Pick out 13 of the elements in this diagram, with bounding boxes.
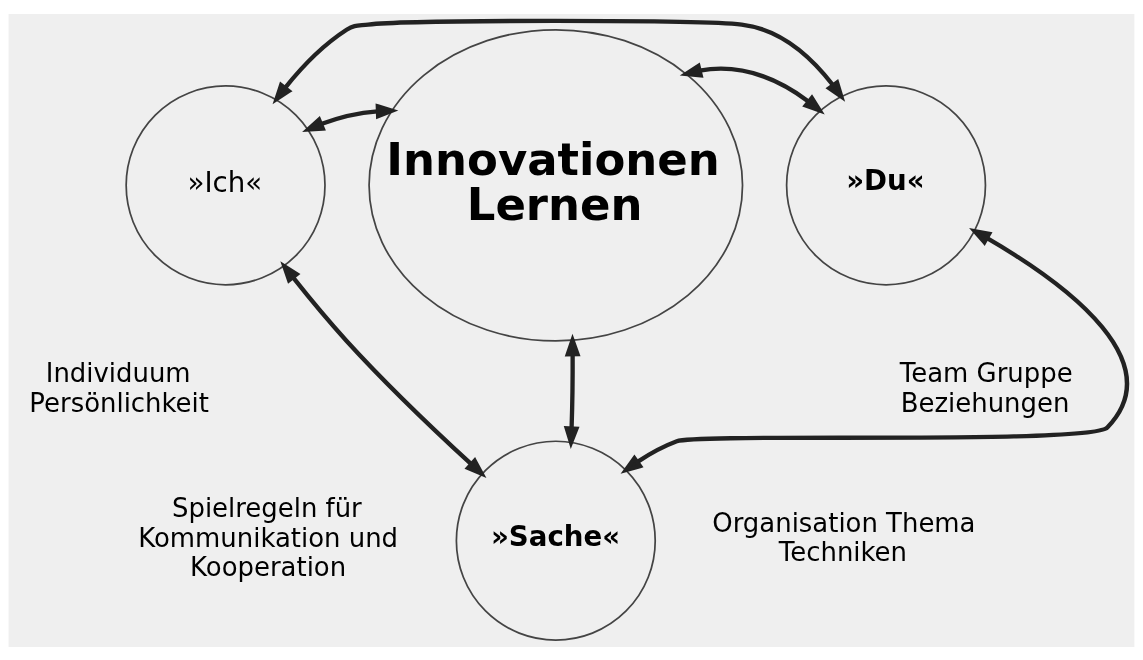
arrow [302,102,399,132]
node-ellipse: Innovationen Lernen [368,28,744,342]
arrow [563,333,581,449]
node-label: Spielregeln für Kommunikation und Kooperation [138,492,399,582]
node-label: Organisation Thema Techniken [712,507,976,567]
arrow [272,18,846,104]
node-circle: »Sache« [455,439,657,641]
node-label: Individuum Persönlichkeit [29,357,209,418]
arrow [620,227,1129,474]
arrow [280,260,487,478]
arrow [679,61,825,114]
node-circle: »Du« [785,84,987,286]
node-label: Team Gruppe Beziehungen [899,357,1073,418]
